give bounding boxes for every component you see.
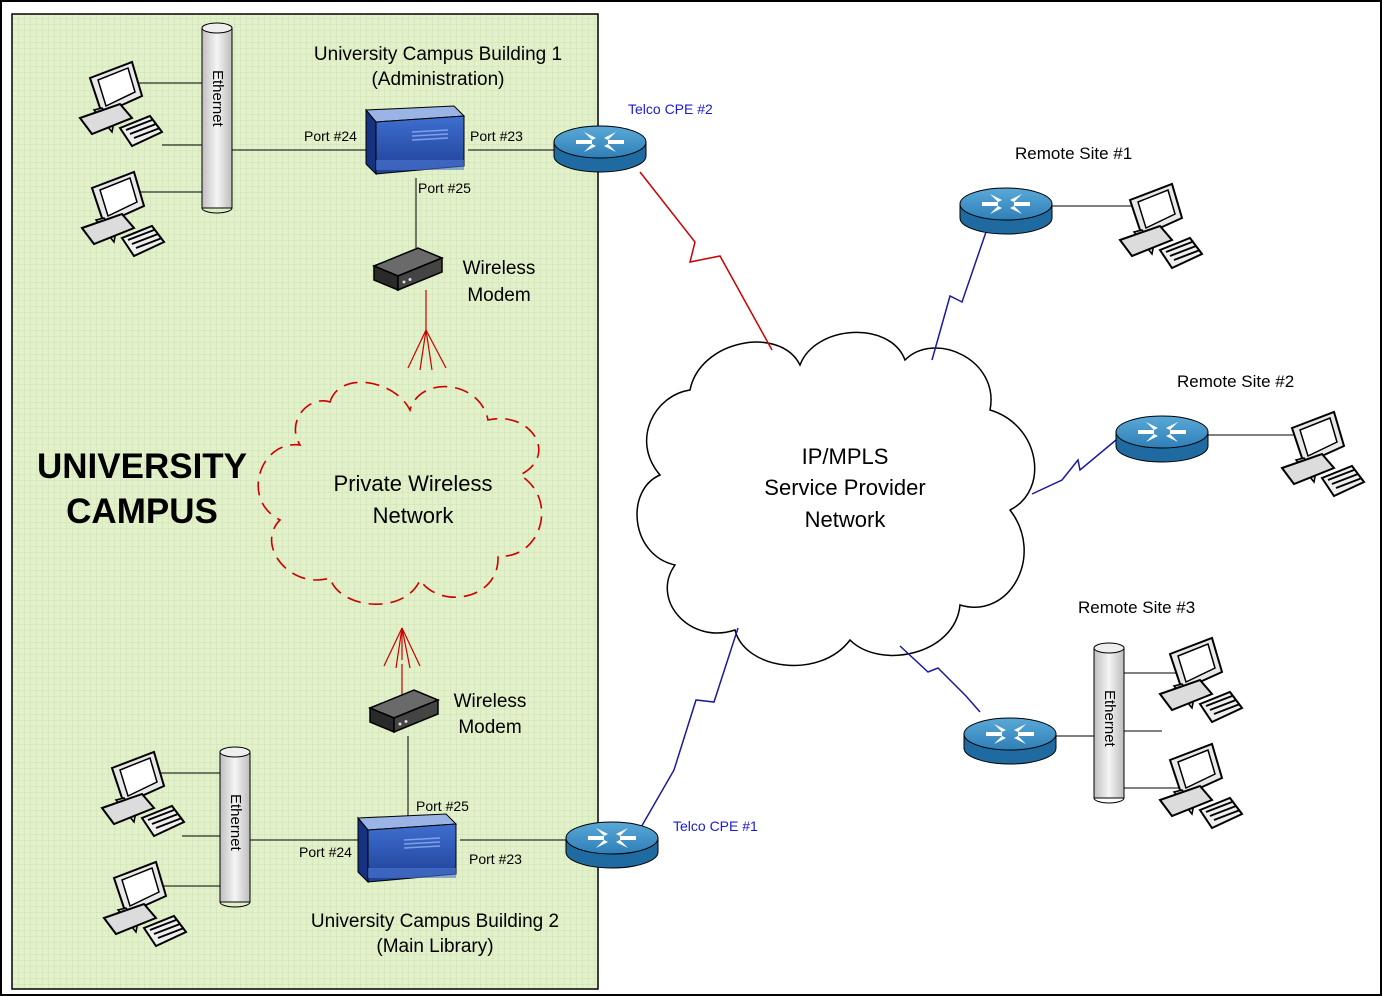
cloud-label-line2: Service Provider: [764, 475, 926, 500]
building2-subtitle: (Main Library): [376, 936, 494, 957]
ethernet-3-label: Ethernet: [1101, 690, 1118, 747]
telco-cpe-1-router-icon: [565, 821, 659, 869]
campus-title-line1: UNIVERSITY: [36, 447, 248, 486]
modem2-label-line2: Modem: [458, 717, 522, 738]
antenna-2-icon: [383, 627, 421, 698]
modem2-label-line1: Wireless: [453, 691, 527, 712]
ethernet-2-label: Ethernet: [227, 794, 244, 851]
building2-title: University Campus Building 2: [310, 911, 560, 932]
cloud-label-line1: IP/MPLS: [801, 444, 889, 469]
b2-port23-label: Port #23: [469, 851, 522, 867]
telco-cpe-2-label: Telco CPE #2: [628, 101, 713, 117]
switch-building2-icon: [357, 813, 457, 883]
switch-building1-icon: [365, 105, 465, 175]
antenna-1-icon: [407, 290, 447, 371]
campus-area: [11, 13, 599, 990]
remote-site-3-label: Remote Site #3: [1078, 598, 1196, 617]
ethernet-bus-1: [201, 22, 233, 214]
remote-site-2-label: Remote Site #2: [1177, 372, 1295, 391]
b2-port24-label: Port #24: [299, 844, 352, 860]
telco-cpe-1-label: Telco CPE #1: [673, 818, 758, 834]
ethernet-1-label: Ethernet: [209, 70, 226, 127]
remote-site-1-router-icon: [959, 187, 1053, 235]
private-wireless-label-line1: Private Wireless: [333, 471, 493, 496]
campus-title-line2: CAMPUS: [66, 492, 218, 531]
ethernet-bus-2: [219, 746, 251, 908]
b1-port23-label: Port #23: [470, 128, 523, 144]
building1-title: University Campus Building 1: [313, 44, 563, 65]
modem1-label-line2: Modem: [467, 285, 531, 306]
remote-site-3-router-icon: [963, 717, 1057, 765]
remote-site-2-router-icon: [1115, 415, 1209, 463]
modem1-label-line1: Wireless: [462, 258, 536, 279]
private-wireless-cloud: [257, 381, 543, 605]
telco-cpe-2-router-icon: [553, 125, 647, 173]
red-wan-link: [639, 171, 773, 351]
blue-wan-links: [635, 231, 1117, 837]
remote-site-1-label: Remote Site #1: [1015, 144, 1133, 163]
private-wireless-label-line2: Network: [372, 503, 454, 528]
cloud-label-line3: Network: [804, 507, 886, 532]
b2-port25-label: Port #25: [416, 798, 469, 814]
ethernet-bus-3: [1093, 642, 1125, 804]
mpls-cloud: [636, 331, 1036, 667]
b1-port25-label: Port #25: [418, 180, 471, 196]
building1-subtitle: (Administration): [371, 69, 505, 90]
b1-port24-label: Port #24: [304, 128, 357, 144]
